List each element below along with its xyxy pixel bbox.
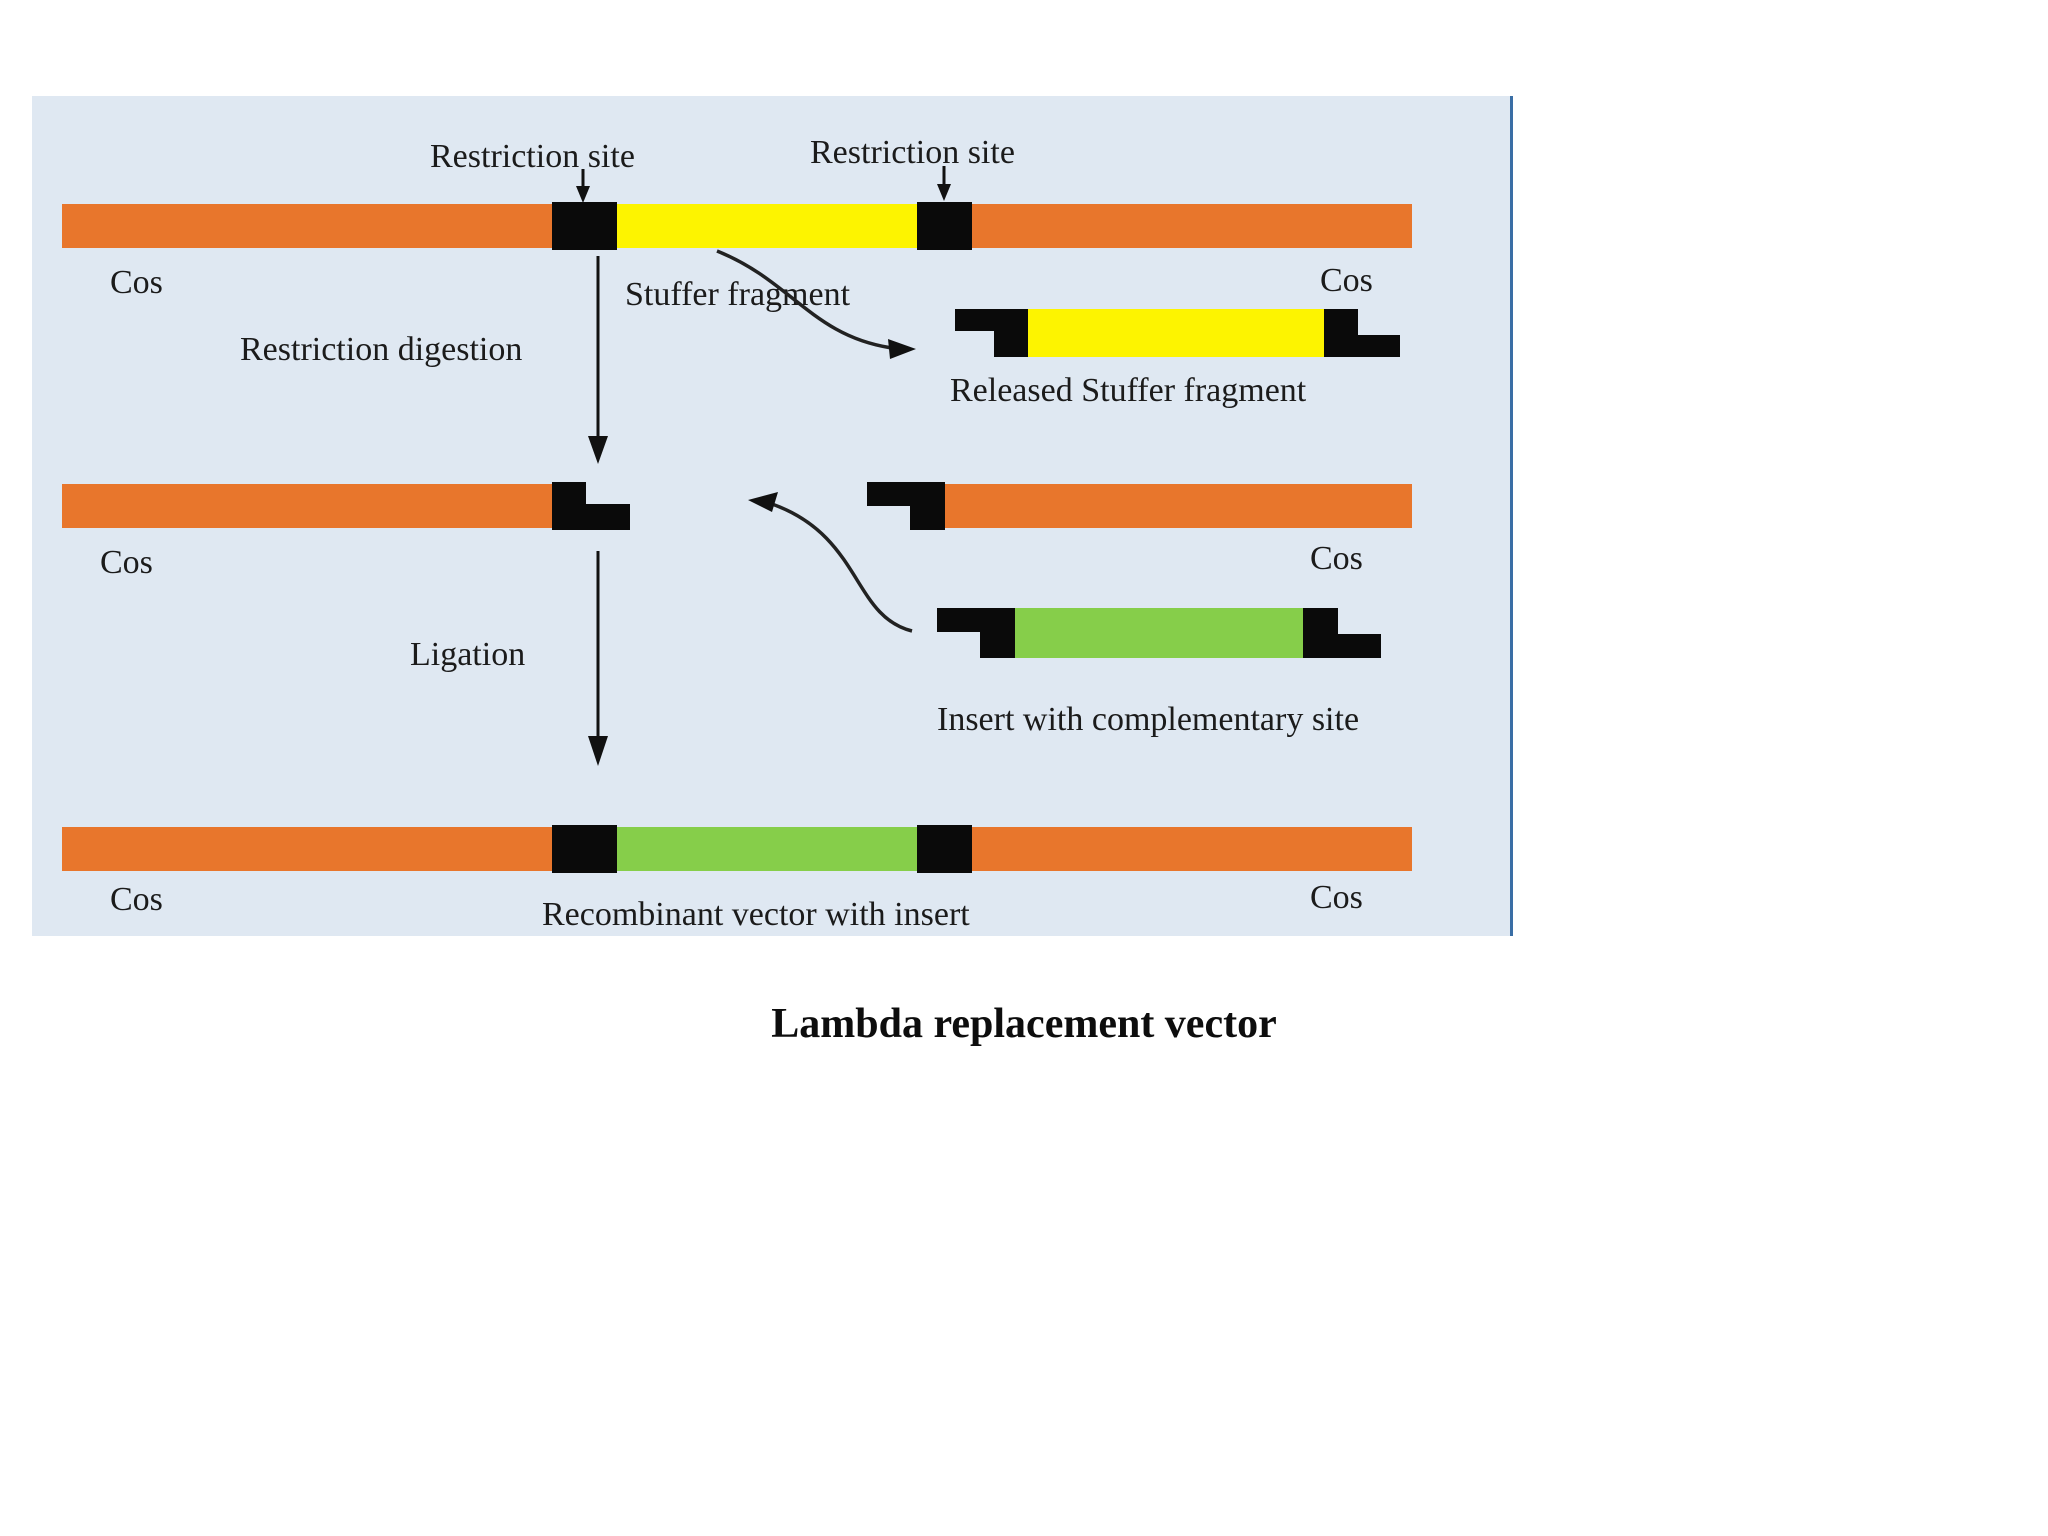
- left-arm-sticky-bottom: [552, 504, 630, 530]
- cos-row3-left-label: Cos: [110, 881, 163, 918]
- cos-row3-right-label: Cos: [1310, 879, 1363, 916]
- diagram-panel: Restriction site Restriction site Cos Co…: [32, 96, 1513, 936]
- ligation-label: Ligation: [410, 636, 526, 673]
- insert-right-sticky-bottom: [1303, 634, 1381, 658]
- released-stuffer-body: [1028, 309, 1324, 357]
- vector-arm-right-row2: [945, 484, 1412, 528]
- stuffer-fragment-row1: [617, 204, 917, 248]
- right-arm-sticky-bottom: [910, 482, 945, 530]
- stuffer-fragment-label: Stuffer fragment: [625, 276, 851, 313]
- recombinant-junction-right: [917, 825, 972, 873]
- restriction-site-left-label: Restriction site: [430, 138, 635, 175]
- vector-arm-left-row1: [62, 204, 552, 248]
- insert-body: [1015, 608, 1303, 658]
- page-caption: Lambda replacement vector: [771, 1001, 1277, 1047]
- recombinant-vector-label: Recombinant vector with insert: [542, 896, 970, 933]
- restriction-digestion-label: Restriction digestion: [240, 331, 523, 368]
- released-stuffer-fragment-label: Released Stuffer fragment: [950, 372, 1307, 409]
- vector-arm-left-row3: [62, 827, 552, 871]
- restriction-site-right-block: [917, 202, 972, 250]
- vector-arm-right-row1: [972, 204, 1412, 248]
- left-arm-sticky-top: [552, 482, 586, 506]
- released-stuffer-right-sticky-bottom: [1324, 335, 1400, 357]
- insert-left-sticky-bottom: [980, 608, 1015, 658]
- cos-row1-right-label: Cos: [1320, 262, 1373, 299]
- restriction-digestion-arrow-icon: [588, 256, 608, 464]
- vector-arm-left-row2: [62, 484, 552, 528]
- insert-with-complementary-site-label: Insert with complementary site: [937, 701, 1360, 738]
- vector-arm-right-row3: [972, 827, 1412, 871]
- insert-ligation-arrow-icon: [748, 492, 913, 633]
- restriction-site-right-label: Restriction site: [810, 134, 1015, 171]
- recombinant-insert: [617, 827, 917, 871]
- ligation-arrow-icon: [588, 551, 608, 766]
- released-stuffer-left-sticky-bottom: [994, 309, 1028, 357]
- cos-row2-right-label: Cos: [1310, 540, 1363, 577]
- restriction-site-left-block: [552, 202, 617, 250]
- cos-row1-left-label: Cos: [110, 264, 163, 301]
- recombinant-junction-left: [552, 825, 617, 873]
- cos-row2-left-label: Cos: [100, 544, 153, 581]
